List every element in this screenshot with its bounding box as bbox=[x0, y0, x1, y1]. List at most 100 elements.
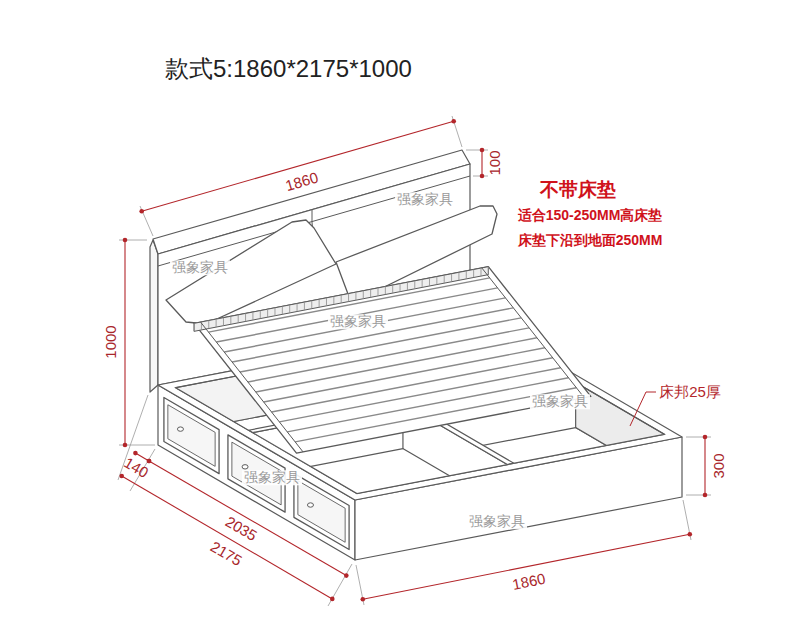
headboard-side bbox=[150, 240, 158, 392]
dimension-end bbox=[123, 443, 128, 448]
slat-tick bbox=[392, 285, 393, 293]
dimension-line bbox=[363, 534, 690, 599]
slat-tick bbox=[429, 278, 430, 286]
bed-slat bbox=[216, 288, 497, 342]
note-text: 床垫下沿到地面250MM bbox=[518, 233, 663, 248]
dimension-value: 140 bbox=[121, 455, 151, 482]
drawer-handle bbox=[307, 503, 313, 507]
drawer-handle bbox=[177, 427, 183, 431]
slat-tick bbox=[451, 274, 452, 282]
slat-tick bbox=[245, 313, 246, 321]
shelf-divider bbox=[312, 210, 313, 222]
dimension-line bbox=[149, 461, 346, 576]
bed-slat bbox=[248, 328, 529, 382]
watermark: 强象家具 bbox=[170, 260, 230, 275]
dimension-end bbox=[119, 474, 124, 479]
dimension-end bbox=[330, 597, 335, 602]
bed-slat bbox=[264, 348, 545, 402]
bed-slat bbox=[224, 298, 505, 352]
slat-tick bbox=[400, 284, 401, 292]
slat-tick bbox=[230, 316, 231, 324]
slat-tick bbox=[370, 289, 371, 297]
bed-slat bbox=[256, 338, 537, 392]
bed-slat bbox=[208, 278, 489, 332]
slat-tick bbox=[223, 318, 224, 326]
slat-tick bbox=[348, 294, 349, 302]
slat-frame bbox=[194, 267, 591, 454]
slat-tick bbox=[297, 304, 298, 312]
dimension-value: 100 bbox=[487, 150, 504, 175]
slat-tick bbox=[194, 323, 195, 331]
dimension-value: 1860 bbox=[511, 571, 547, 594]
drawer-handle bbox=[242, 465, 248, 469]
watermark: 强象家具 bbox=[242, 470, 302, 485]
dimension-end bbox=[147, 459, 152, 464]
diagram-title: 款式5:1860*2175*1000 bbox=[165, 56, 412, 82]
callout-text: 床邦25厚 bbox=[659, 384, 721, 401]
drawer-panel bbox=[298, 481, 345, 543]
note-text: 适合150-250MM高床垫 bbox=[518, 208, 663, 223]
slat-tick bbox=[260, 311, 261, 319]
watermark: 强象家具 bbox=[467, 514, 527, 529]
dimension-line bbox=[124, 240, 125, 445]
slat-tick bbox=[480, 268, 481, 276]
slat-tick bbox=[267, 309, 268, 317]
dimension-line bbox=[704, 437, 705, 495]
dimension-end bbox=[703, 493, 708, 498]
drawer-front bbox=[294, 473, 349, 549]
slat-tick bbox=[282, 306, 283, 314]
slat-tick bbox=[238, 315, 239, 323]
bed-slat bbox=[279, 368, 560, 422]
slat-tick bbox=[274, 308, 275, 316]
extension-line bbox=[466, 150, 488, 151]
dimension-end bbox=[480, 148, 485, 153]
dimension-value: 2175 bbox=[207, 538, 244, 569]
watermark: 强象家具 bbox=[530, 394, 590, 409]
extension-line bbox=[452, 116, 462, 147]
slat-tick bbox=[466, 271, 467, 279]
dimension-end bbox=[147, 459, 152, 464]
watermark: 强象家具 bbox=[328, 314, 388, 329]
slat-tick bbox=[436, 277, 437, 285]
dimension-end bbox=[688, 532, 693, 537]
dimension-end bbox=[123, 238, 128, 243]
extension-line bbox=[328, 564, 352, 606]
extension-line bbox=[140, 206, 153, 236]
leader-line bbox=[630, 392, 656, 426]
slat-tick bbox=[488, 267, 489, 275]
dimension-value: 2035 bbox=[222, 513, 259, 544]
slat-tick bbox=[444, 275, 445, 283]
dimension-end bbox=[451, 119, 456, 124]
slat-tick bbox=[377, 288, 378, 296]
dimension-end bbox=[133, 451, 138, 456]
slat-tick bbox=[414, 281, 415, 289]
slat-tick bbox=[422, 279, 423, 287]
slat-tick bbox=[333, 296, 334, 304]
slat-tick bbox=[473, 269, 474, 277]
slat-tick bbox=[311, 301, 312, 309]
slat-tick bbox=[319, 299, 320, 307]
dimension-line bbox=[122, 476, 333, 599]
slat-tick bbox=[341, 295, 342, 303]
note-heading: 不带床垫 bbox=[540, 180, 616, 201]
slat-tick bbox=[326, 298, 327, 306]
dimension-end bbox=[703, 435, 708, 440]
bed-slat bbox=[272, 358, 553, 412]
drawer-panel bbox=[168, 405, 215, 467]
dimension-line bbox=[481, 150, 482, 176]
dimension-end bbox=[139, 209, 144, 214]
dimension-value: 1000 bbox=[103, 325, 120, 358]
slat-tick bbox=[407, 282, 408, 290]
drawer-front bbox=[164, 397, 219, 473]
slat-tick bbox=[304, 302, 305, 310]
dimension-value: 300 bbox=[711, 453, 728, 478]
slat-tick bbox=[385, 286, 386, 294]
slat-tick bbox=[216, 319, 217, 327]
slat-tick bbox=[355, 292, 356, 300]
frame-rail bbox=[201, 322, 303, 452]
dimension-end bbox=[361, 597, 366, 602]
slat-tick bbox=[363, 291, 364, 299]
bed-slat bbox=[287, 378, 568, 432]
